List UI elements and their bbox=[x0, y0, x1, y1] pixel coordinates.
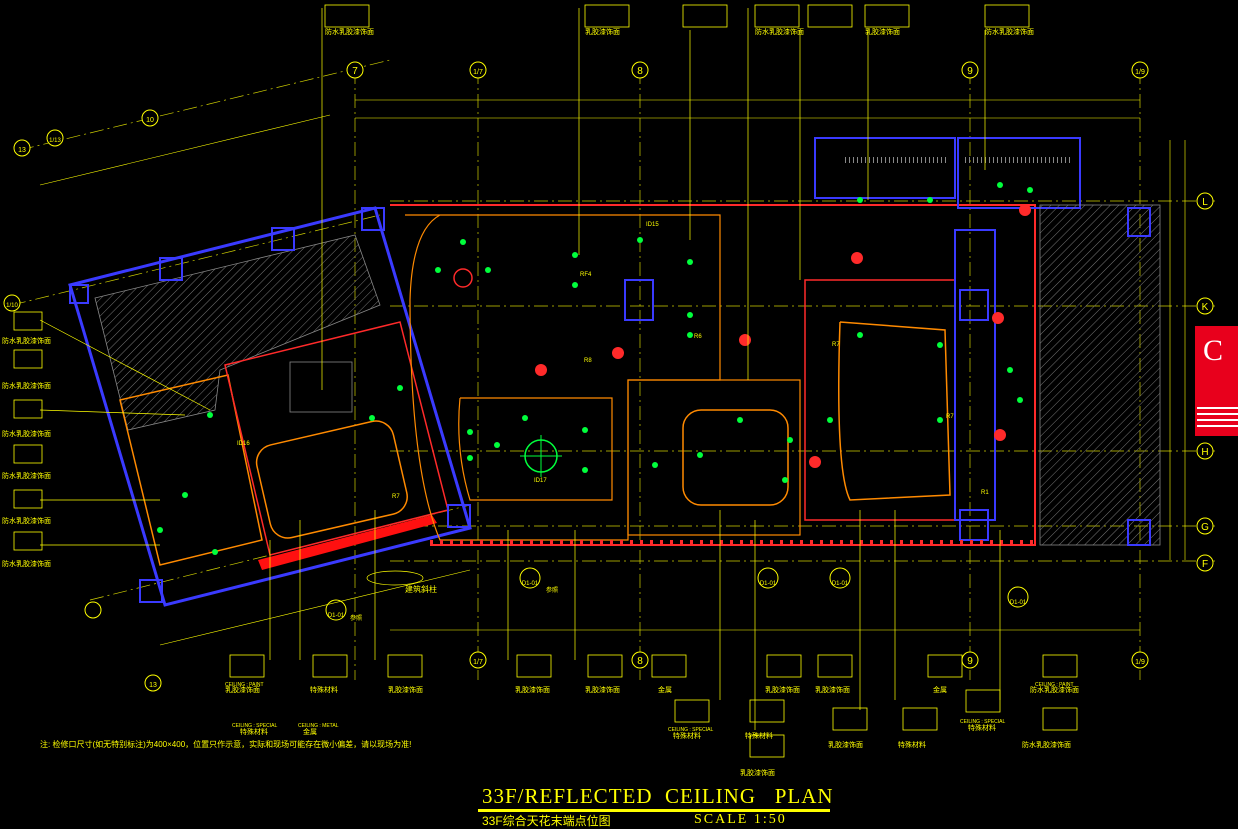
drawing-subtitle: 33F综合天花末端点位图 bbox=[482, 814, 611, 828]
ceiling-tag: 防水乳胶漆饰面 bbox=[2, 471, 51, 480]
ceiling-tag: 金属 bbox=[658, 685, 672, 694]
section-markers bbox=[535, 204, 1031, 468]
grid-label-bottom: 1/7 bbox=[473, 659, 483, 666]
grid-label-left: 1/10 bbox=[6, 303, 18, 309]
detail-ref: D1-01 bbox=[1010, 600, 1027, 606]
fixture-code: ID17 bbox=[534, 478, 547, 484]
fixture-code: RF4 bbox=[580, 272, 592, 278]
drawing-note: 注: 检修口尺寸(如无特别标注)为400×400，位置只作示意，实际和现场可能存… bbox=[40, 740, 412, 749]
grid-label-top: 7 bbox=[352, 66, 358, 77]
ceiling-tag: 防水乳胶漆饰面 bbox=[325, 27, 374, 36]
detail-ref-note: 参照 bbox=[546, 586, 558, 594]
sheet-badge-letter: C bbox=[1203, 334, 1224, 367]
grid-label-bottom: 8 bbox=[637, 656, 643, 667]
grid-label-right: H bbox=[1201, 447, 1208, 458]
ceiling-tag: 特殊材料 bbox=[968, 723, 996, 732]
fixture-codes: RF4 ID15 ID16 ID17 R8 R6 R7 R7 R1 R7 bbox=[237, 222, 989, 500]
sheet-badge bbox=[1195, 326, 1238, 436]
detail-ref: D1-01 bbox=[328, 613, 345, 619]
ceiling-tag: 防水乳胶漆饰面 bbox=[1030, 685, 1079, 694]
fixture-code: R7 bbox=[946, 414, 954, 420]
detail-ref-note: 参照 bbox=[350, 614, 362, 622]
grid-label-top: 9 bbox=[967, 66, 973, 77]
ceiling-tag: 乳胶漆饰面 bbox=[225, 685, 260, 694]
fixture-code: R6 bbox=[694, 334, 702, 340]
ceiling-tag: 防水乳胶漆饰面 bbox=[2, 429, 51, 438]
fixture-code: ID16 bbox=[237, 441, 250, 447]
ceiling-tag: 乳胶漆饰面 bbox=[585, 685, 620, 694]
ceiling-tag: 乳胶漆饰面 bbox=[828, 740, 863, 749]
ceiling-tag-captions: 防水乳胶漆饰面 防水乳胶漆饰面 防水乳胶漆饰面 防水乳胶漆饰面 防水乳胶漆饰面 … bbox=[2, 27, 1079, 777]
fixture-code: R7 bbox=[392, 494, 400, 500]
grid-bubbles bbox=[3, 61, 1214, 692]
dimension-lines bbox=[39, 99, 1186, 646]
title-underline bbox=[478, 809, 830, 812]
ceiling-tag: 特殊材料 bbox=[673, 731, 701, 740]
ceiling-tag: 乳胶漆饰面 bbox=[388, 685, 423, 694]
ceiling-tag: 防水乳胶漆饰面 bbox=[755, 27, 804, 36]
ceiling-tag: 特殊材料 bbox=[240, 727, 268, 736]
grid-label-left: 1/13 bbox=[49, 138, 61, 144]
ceiling-tag: 防水乳胶漆饰面 bbox=[2, 336, 51, 345]
grid-label-bottom: 1/9 bbox=[1135, 659, 1145, 666]
site-note: 建筑斜柱 bbox=[405, 584, 437, 594]
fixture-code: R8 bbox=[584, 358, 592, 364]
main-floor bbox=[390, 137, 1161, 546]
ceiling-type: CEILING : PAINT bbox=[225, 682, 264, 688]
ceiling-tag: 乳胶漆饰面 bbox=[515, 685, 550, 694]
grid-label-right: G bbox=[1201, 522, 1209, 533]
ceiling-tag: 防水乳胶漆饰面 bbox=[2, 516, 51, 525]
detail-ref: D1-01 bbox=[832, 581, 849, 587]
fixture-code: R1 bbox=[981, 490, 989, 496]
grid-label-left: 13 bbox=[149, 682, 157, 689]
grid-axis-labels: 7 1/7 8 9 1/9 8 1/7 9 1/9 L K H G F 13 1… bbox=[6, 66, 1209, 689]
drawing-scale: SCALE 1:50 bbox=[694, 812, 787, 827]
ceiling-tag: 金属 bbox=[933, 685, 947, 694]
ceiling-tag: 防水乳胶漆饰面 bbox=[2, 381, 51, 390]
detail-references bbox=[325, 567, 1029, 621]
ceiling-tag: 乳胶漆饰面 bbox=[585, 27, 620, 36]
detail-ref: D1-01 bbox=[760, 581, 777, 587]
ceiling-type: CEILING : SPECIAL bbox=[668, 727, 714, 733]
ceiling-tag: 乳胶漆饰面 bbox=[865, 27, 900, 36]
ceiling-type-captions: CEILING : PAINT CEILING : SPECIAL CEILIN… bbox=[225, 682, 1074, 733]
ceiling-tag: 特殊材料 bbox=[898, 740, 926, 749]
ceiling-tag: 防水乳胶漆饰面 bbox=[1022, 740, 1071, 749]
grid-label-left: 13 bbox=[18, 147, 26, 154]
fixture-code: R7 bbox=[832, 342, 840, 348]
grid-label-right: K bbox=[1202, 302, 1209, 313]
grid-label-right: F bbox=[1202, 559, 1208, 570]
drawing-title: 33F/REFLECTED CEILING PLAN bbox=[482, 784, 834, 808]
ceiling-tag: 乳胶漆饰面 bbox=[815, 685, 850, 694]
ceiling-tag: 防水乳胶漆饰面 bbox=[2, 559, 51, 568]
ceiling-type: CEILING : SPECIAL bbox=[960, 719, 1006, 725]
tag-boxes bbox=[13, 4, 1078, 758]
left-wing bbox=[68, 206, 472, 607]
grid-label-top: 8 bbox=[637, 66, 643, 77]
detail-reference-labels: D1-01 D1-01 D1-01 D1-01 D1-01 参照 参照 bbox=[328, 581, 1027, 622]
grid-label-bottom: 9 bbox=[967, 656, 973, 667]
grid-label-right: L bbox=[1202, 197, 1208, 208]
detail-ref: D1-01 bbox=[522, 581, 539, 587]
ceiling-type: CEILING : PAINT bbox=[1035, 682, 1074, 688]
ceiling-type: CEILING : METAL bbox=[298, 723, 339, 729]
grid-lines bbox=[11, 59, 1215, 680]
ceiling-tag: 金属 bbox=[303, 727, 317, 736]
fixture-code: ID15 bbox=[646, 222, 659, 228]
ceiling-tag: 乳胶漆饰面 bbox=[765, 685, 800, 694]
ceiling-type: CEILING : SPECIAL bbox=[232, 723, 278, 729]
ceiling-tag: 特殊材料 bbox=[745, 731, 773, 740]
ceiling-tag: 乳胶漆饰面 bbox=[740, 768, 775, 777]
sheet-badge-lines bbox=[1197, 407, 1238, 431]
ceiling-tag: 特殊材料 bbox=[310, 685, 338, 694]
light-fixtures bbox=[157, 182, 1033, 555]
ceiling-tag: 防水乳胶漆饰面 bbox=[985, 27, 1034, 36]
grid-label-left: 10 bbox=[146, 117, 154, 124]
grid-label-top: 1/7 bbox=[473, 69, 483, 76]
grid-label-top: 1/9 bbox=[1135, 69, 1145, 76]
leader-lines bbox=[39, 8, 1001, 730]
